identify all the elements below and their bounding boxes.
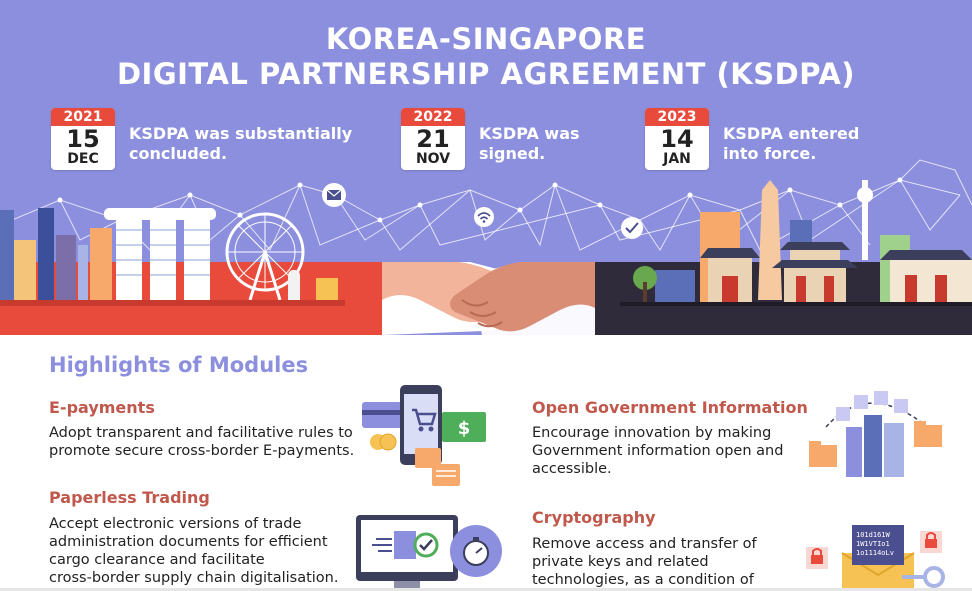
hero-banner: KOREA-SINGAPORE DIGITAL PARTNERSHIP AGRE… — [0, 0, 972, 335]
calendar-day: 21 — [416, 125, 450, 153]
desc-line: technologies, as a condition of — [532, 572, 754, 588]
binary-line: 1W1VTIo1 — [856, 540, 890, 548]
milestone-text-line-2: into force. — [723, 144, 817, 163]
desc-line: Government information open and — [532, 443, 784, 459]
e-payments-icon: $ — [362, 385, 486, 486]
network-lines — [0, 159, 972, 251]
milestone-text: KSDPA was signed. — [479, 124, 580, 164]
desc-line: Encourage innovation by making — [532, 425, 772, 441]
module-desc-open-government-information: Encourage innovation by making Governmen… — [532, 424, 783, 478]
wifi-icon — [474, 207, 494, 227]
dollar-icon: $ — [458, 418, 471, 439]
calendar-icon: 2021 15 DEC — [51, 108, 115, 170]
calendar-day: 15 — [66, 125, 100, 153]
palace-gate — [700, 248, 760, 302]
desc-line: administration documents for efficient — [49, 534, 328, 550]
calendar-month: JAN — [663, 151, 691, 167]
desc-line: accessible. — [532, 461, 612, 477]
calendar-year: 2021 — [51, 108, 115, 126]
binary-line: 1o1114oLv — [856, 549, 894, 557]
module-title-cryptography: Cryptography — [532, 508, 656, 527]
module-desc-e-payments: Adopt transparent and facilitative rules… — [49, 424, 354, 460]
calendar-month: DEC — [67, 151, 99, 167]
cryptography-icon: 101d161W 1W1VTIo1 1o1114oLv — [806, 525, 945, 589]
module-title-open-government-information: Open Government Information — [532, 398, 808, 417]
calendar-year: 2023 — [645, 108, 709, 126]
mail-icon — [322, 183, 346, 207]
title-line-1: KOREA-SINGAPORE — [325, 22, 647, 56]
page-bottom-edge — [0, 588, 972, 591]
milestone-text: KSDPA was substantially concluded. — [129, 124, 352, 164]
singapore-skyline — [0, 208, 345, 306]
calendar-year: 2022 — [401, 108, 465, 126]
milestone-text-line-2: signed. — [479, 144, 546, 163]
module-desc-cryptography: Remove access and transfer of private ke… — [532, 535, 757, 589]
pagoda — [772, 242, 858, 302]
desc-line: Accept electronic versions of trade — [49, 516, 302, 532]
calendar-icon: 2022 21 NOV — [401, 108, 465, 170]
desc-line: cargo clearance and facilitate — [49, 552, 265, 568]
module-desc-paperless-trading: Accept electronic versions of trade admi… — [49, 515, 338, 587]
milestone-text-line-1: KSDPA entered — [723, 124, 860, 143]
desc-line: Remove access and transfer of — [532, 536, 757, 552]
module-title-e-payments: E-payments — [49, 398, 155, 417]
milestone-text-line-2: concluded. — [129, 144, 228, 163]
title-line-2: DIGITAL PARTNERSHIP AGREEMENT (KSDPA) — [116, 57, 856, 91]
paperless-trading-icon — [356, 515, 502, 589]
desc-line: promote secure cross-border E-payments. — [49, 443, 355, 459]
highlights-section: Highlights of Modules E-payments Adopt t… — [0, 335, 972, 591]
milestone-text-line-1: KSDPA was substantially — [129, 124, 353, 143]
binary-line: 101d161W — [856, 531, 891, 539]
korea-skyline — [620, 180, 972, 306]
calendar-month: NOV — [415, 151, 451, 167]
desc-line: private keys and related — [532, 554, 709, 570]
calendar-day: 14 — [660, 125, 694, 153]
skyline-illustration — [0, 159, 972, 335]
desc-line: cross-border supply chain digitalisation… — [49, 570, 339, 586]
open-government-icon — [809, 391, 942, 477]
desc-line: Adopt transparent and facilitative rules… — [49, 425, 353, 441]
milestone-text: KSDPA entered into force. — [723, 124, 859, 164]
page-title: KOREA-SINGAPORE DIGITAL PARTNERSHIP AGRE… — [0, 22, 972, 92]
check-icon — [621, 217, 643, 239]
palace-right — [880, 250, 972, 302]
calendar-icon: 2023 14 JAN — [645, 108, 709, 170]
handshake-illustration — [382, 262, 595, 335]
milestone-text-line-1: KSDPA was — [479, 124, 580, 143]
section-title: Highlights of Modules — [49, 353, 309, 377]
module-title-paperless-trading: Paperless Trading — [49, 488, 210, 507]
